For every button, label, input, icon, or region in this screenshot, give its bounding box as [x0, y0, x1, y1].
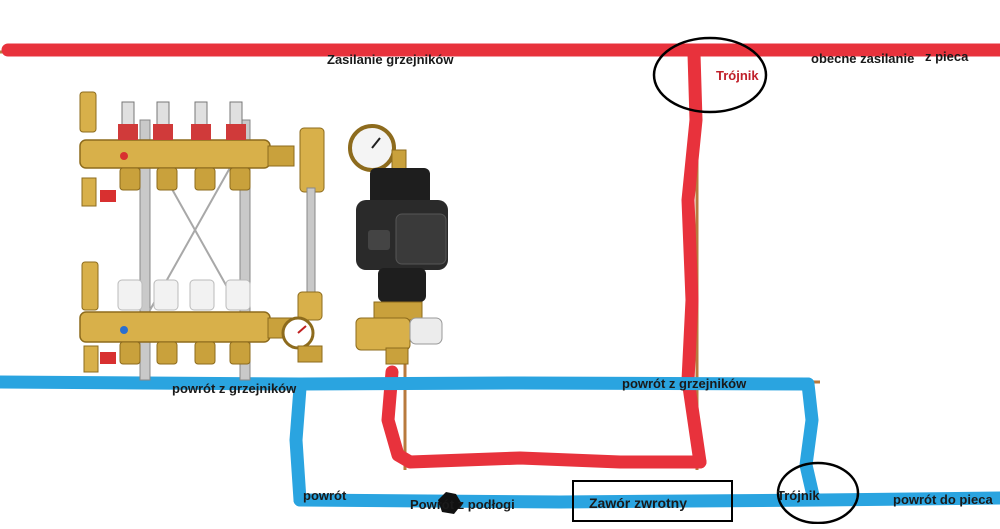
check-valve-label: Zawór zwrotny: [589, 495, 688, 511]
circulation-pump-illustration: [348, 124, 448, 365]
return-line: [0, 375, 1000, 509]
floor-return-label: Powrót z podłogi: [410, 497, 515, 512]
return-to-boiler-label: powrót do pieca: [893, 492, 993, 507]
tee-bottom-circle: [776, 461, 860, 525]
tee-bottom-label: Trójnik: [777, 488, 820, 503]
return-radiators-left-label: powrót z grzejników: [172, 381, 297, 396]
from-boiler-label: z pieca: [925, 49, 969, 64]
mixing-column-illustration: [281, 127, 325, 363]
supply-radiators-label: Zasilanie grzejników: [327, 52, 454, 67]
check-valve-box: [572, 480, 733, 522]
current-supply-label: obecne zasilanie: [811, 51, 915, 66]
tee-top-circle: [652, 36, 768, 114]
supply-line: [1, 43, 1000, 469]
scribble-mark: [438, 492, 462, 514]
return-radiators-right-label: powrót z grzejników: [622, 376, 747, 391]
manifold-illustration: [79, 91, 295, 381]
return-short-label: powrót: [303, 488, 347, 503]
tee-top-label: Trójnik: [716, 68, 759, 83]
